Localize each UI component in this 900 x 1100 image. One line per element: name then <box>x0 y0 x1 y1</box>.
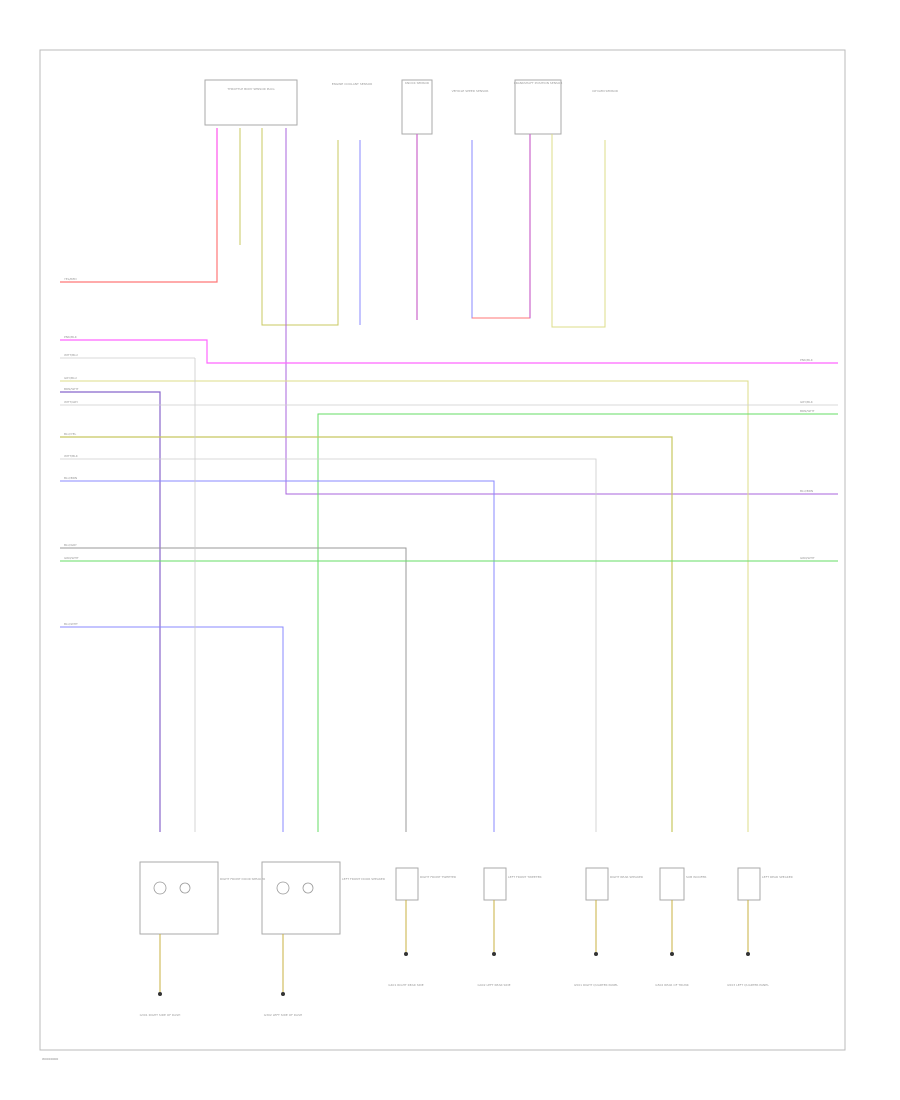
bottom-component-2: LEFT FRONT DOOR SPEAKER <box>261 861 385 935</box>
top-component-4-label: VEHICLE SPEED SENSOR <box>452 89 489 93</box>
ground-label-4: G402 LEFT REAR SIDE <box>477 983 510 987</box>
wire-purple-c1 <box>285 128 838 495</box>
bottom-component-6: SUB WOOFER <box>659 867 707 901</box>
right-wire-label-2: GRY/BLK <box>800 400 814 404</box>
ground-label-6: G502 REAR OF TRUNK <box>655 983 689 987</box>
left-wire-label-8: WHT/BLK <box>64 454 79 458</box>
ground-label-1: G301 RIGHT SIDE OF DASH <box>140 1013 181 1017</box>
left-labels: YEL/RED PNK/BLK WHT/BLU GRY/BLU BRN/WHT … <box>64 277 79 626</box>
wire-yellow-main <box>60 380 749 832</box>
ground-label-5: G501 RIGHT QUARTER PANEL <box>574 983 618 987</box>
top-component-5-label: CRANKSHAFT POSITION SENSOR <box>514 81 563 85</box>
ground-label-7: G503 LEFT QUARTER PANEL <box>727 983 769 987</box>
top-component-4: VEHICLE SPEED SENSOR <box>452 89 489 93</box>
bottom-component-7: LEFT REAR SPEAKER <box>737 867 793 901</box>
wire-blue-main <box>60 480 495 832</box>
bottom-component-2-label: LEFT FRONT DOOR SPEAKER <box>342 877 385 881</box>
wire-blue-c4 <box>471 134 531 319</box>
top-component-3-label: KNOCK SENSOR <box>405 81 429 85</box>
wire-gray-main <box>60 547 407 832</box>
right-labels: PNK/BLK GRY/BLK BRN/WHT BLU/BRN GRN/WHT <box>800 358 815 560</box>
top-component-3: KNOCK SENSOR <box>401 79 433 135</box>
wire-olive-c1 <box>261 128 339 326</box>
left-wire-label-3: WHT/BLU <box>64 353 78 357</box>
bottom-component-1-label: RIGHT FRONT DOOR SPEAKER <box>220 877 265 881</box>
ground-label-3: G401 RIGHT REAR SIDE <box>388 983 424 987</box>
bottom-component-4-label: LEFT FRONT TWEETER <box>508 875 542 879</box>
left-wire-label-6: WHT/GRY <box>64 400 78 404</box>
wire-pink-main <box>60 339 838 364</box>
top-component-5: CRANKSHAFT POSITION SENSOR <box>514 79 563 135</box>
wire-blue-left <box>60 626 284 832</box>
wire-light-3 <box>60 458 597 832</box>
top-component-1: THROTTLE BODY SENSOR PLUG <box>204 79 298 126</box>
ground-label-2: G302 LEFT SIDE OF DASH <box>264 1013 303 1017</box>
left-wire-label-4: GRY/BLU <box>64 376 77 380</box>
ground-terminals <box>158 952 750 996</box>
left-wire-label-9: BLU/BRN <box>64 476 77 480</box>
right-wire-label-5: GRN/WHT <box>800 556 815 560</box>
bottom-component-6-label: SUB WOOFER <box>686 875 707 879</box>
bottom-component-4: LEFT FRONT TWEETER <box>483 867 542 901</box>
right-wire-label-4: BLU/BRN <box>800 489 813 493</box>
bottom-component-3-label: RIGHT FRONT TWEETER <box>420 875 456 879</box>
left-wire-label-5: BRN/WHT <box>64 387 79 391</box>
bottom-component-3: RIGHT FRONT TWEETER <box>395 867 456 901</box>
left-wire-label-10: BLU/GRY <box>64 543 77 547</box>
bottom-component-1: RIGHT FRONT DOOR SPEAKER <box>139 861 265 935</box>
bottom-component-7-label: LEFT REAR SPEAKER <box>762 875 793 879</box>
wire-pink-top <box>60 128 218 283</box>
wire-purple-left <box>60 391 161 832</box>
left-wire-label-7: BLU/YEL <box>64 432 77 436</box>
top-component-2: ENGINE COOLANT SENSOR <box>332 82 372 86</box>
wire-green-main <box>317 413 838 832</box>
top-component-6: OXYGEN SENSOR <box>592 89 618 93</box>
top-component-1-label: THROTTLE BODY SENSOR PLUG <box>226 87 275 91</box>
left-wire-label-11: GRN/WHT <box>64 556 79 560</box>
ground-wires <box>159 900 749 992</box>
diagram-frame <box>39 49 846 1051</box>
bottom-component-5-label: RIGHT REAR SPEAKER <box>610 875 643 879</box>
bottom-component-5: RIGHT REAR SPEAKER <box>585 867 643 901</box>
left-wire-label-1: YEL/RED <box>64 277 77 281</box>
top-component-6-label: OXYGEN SENSOR <box>592 89 618 93</box>
wire-yellow-c56 <box>551 134 606 328</box>
left-wire-label-12: BLU/WHT <box>64 622 78 626</box>
ground-labels: G301 RIGHT SIDE OF DASH G302 LEFT SIDE O… <box>140 983 770 1017</box>
top-component-2-label: ENGINE COOLANT SENSOR <box>332 82 372 86</box>
left-wire-label-2: PNK/BLK <box>64 335 78 339</box>
footer-code: W0000000 <box>42 1057 58 1061</box>
right-wire-label-3: BRN/WHT <box>800 409 815 413</box>
wire-olive-main <box>60 436 673 832</box>
right-wire-label-1: PNK/BLK <box>800 358 814 362</box>
